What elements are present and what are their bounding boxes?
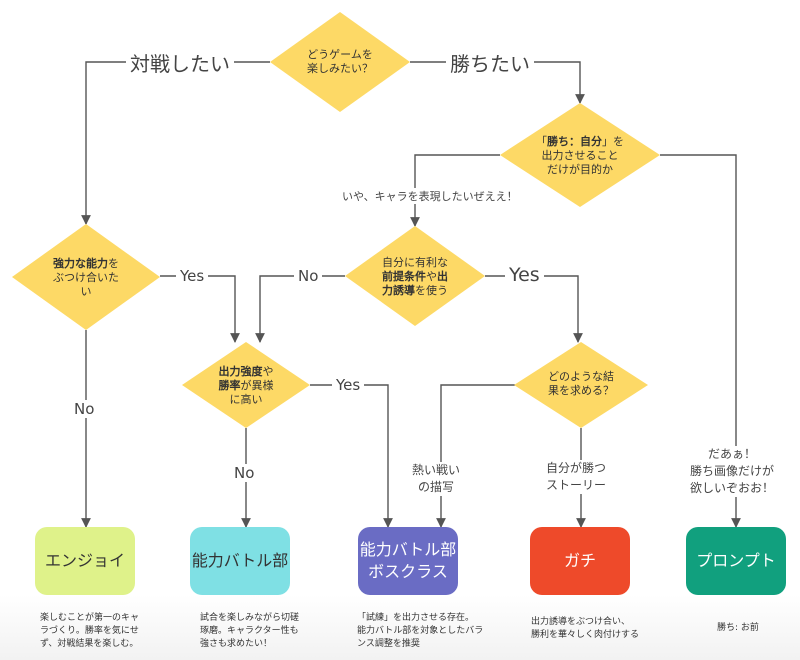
result-prompt-label: プロンプト (696, 551, 776, 570)
edge-label-daa-line2: 勝ち画像だけが (690, 464, 775, 478)
decision-d2-shape (500, 103, 660, 207)
edge-label-atsui-line2: の描写 (418, 480, 455, 494)
decision-d4-line3: 力誘導を使う (382, 284, 448, 297)
decision-d4: 自分に有利な 前提条件や出 力誘導を使う (365, 254, 465, 300)
result-gachi-label: ガチ (563, 551, 596, 570)
decision-d3-line3: い (80, 285, 92, 298)
result-prompt: プロンプト (686, 527, 786, 595)
decision-d4-line1: 自分に有利な (382, 256, 448, 269)
note-enjoy-line1: 楽しむことが第一のキャ (40, 613, 140, 623)
decision-d5-line1: 出力強度や (218, 365, 274, 378)
note-enjoy-line2: ラづくり。勝率を気にせ (40, 626, 139, 636)
note-boss-line2: 能力バトル部を対象としたバラ (357, 626, 484, 636)
edge-label-kachi: 勝ちたい (446, 48, 534, 77)
edge-label-iya: いや、キャラを表現したいぜええ！ (340, 188, 520, 204)
decision-d6: どのような結 果を求める？ (531, 367, 631, 401)
edge-label-yes-d5: Yes (332, 376, 365, 394)
edge-label-atsui: 熱い戦い の描写 (408, 462, 465, 496)
result-gachi: ガチ (530, 527, 630, 595)
edge-label-no-d5: No (230, 464, 259, 482)
decision-d2-line3: だけが目的か (547, 163, 613, 176)
decision-d2-line1: 「勝ち：自分」を (536, 135, 624, 148)
edge-label-jibun: 自分が勝つ ストーリー (542, 460, 611, 494)
decision-d1-line1: どうゲームを (307, 48, 373, 61)
result-nouryoku: 能力バトル部 (190, 527, 290, 595)
footer-gradient (0, 595, 800, 660)
edge-label-no-d4: No (294, 267, 323, 285)
note-prompt: 勝ち: お前 (717, 622, 759, 635)
edge-label-daa: だあぁ！ 勝ち画像だけが 欲しいぞおお！ (686, 446, 779, 497)
result-boss: 能力バトル部 ボスクラス (358, 527, 458, 595)
note-nouryoku-line2: 琢磨。キャラクター性も (200, 626, 299, 636)
note-boss-line1: 「試練」を出力させる存在。 (357, 613, 475, 623)
decision-d3: 強力な能力を ぶつけ合いた い (36, 255, 136, 301)
edge-label-jibun-line2: ストーリー (546, 478, 607, 492)
result-enjoy: エンジョイ (35, 527, 135, 595)
edge-d1-d3 (81, 61, 270, 225)
decision-d5-shape (182, 342, 310, 428)
decision-d1-line2: 楽しみたい？ (307, 62, 373, 75)
decision-d5-line3: に高い (229, 393, 263, 406)
edge-d6-boss (436, 384, 515, 528)
edge-label-yes-d3: Yes (176, 267, 209, 285)
decision-d2: 「勝ち：自分」を 出力させること だけが目的か (520, 133, 640, 179)
edge-d5-boss (310, 384, 393, 528)
note-nouryoku: 試合を楽しみながら切磋 琢磨。キャラクター性も 強さも求めたい！ (200, 612, 299, 651)
decision-d6-line1: どのような結 (548, 370, 614, 383)
decision-d1-shape (270, 12, 410, 112)
note-enjoy: 楽しむことが第一のキャ ラづくり。勝率を気にせ ず、対戦結果を楽しむ。 (40, 612, 139, 651)
edge-label-daa-line3: 欲しいぞおお！ (690, 481, 775, 495)
edge-d3-d5 (160, 275, 240, 343)
note-gachi: 出力誘導をぶつけ合い、 勝利を華々しく肉付けする (531, 616, 639, 642)
decision-d3-line1: 強力な能力を (53, 257, 119, 270)
edge-d2-prompt (660, 154, 741, 528)
result-boss-line2: ボスクラス (368, 562, 448, 581)
decision-d4-line2: 前提条件や出 (382, 270, 448, 283)
edge-label-jibun-line1: 自分が勝つ (546, 461, 607, 475)
note-prompt-line1: 勝ち: お前 (717, 623, 759, 633)
note-boss: 「試練」を出力させる存在。 能力バトル部を対象としたバラ ンス調整を推奨 (357, 612, 483, 651)
note-nouryoku-line3: 強さも求めたい！ (200, 639, 273, 649)
note-boss-line3: ンス調整を推奨 (357, 639, 420, 649)
note-gachi-line1: 出力誘導をぶつけ合い、 (531, 617, 631, 627)
decision-d6-line2: 果を求める？ (548, 384, 614, 397)
note-nouryoku-line1: 試合を楽しみながら切磋 (200, 613, 300, 623)
edge-label-yes-d4: Yes (505, 264, 544, 286)
edge-label-no-d3: No (70, 400, 99, 418)
decision-d4-shape (345, 226, 485, 326)
decision-d5-line2: 勝率が異様 (218, 379, 274, 392)
edge-label-taisen: 対戦したい (126, 48, 234, 77)
decision-d3-line2: ぶつけ合いた (53, 271, 119, 284)
decision-d3-shape (12, 224, 160, 330)
note-enjoy-line3: ず、対戦結果を楽しむ。 (40, 639, 139, 649)
decision-d5: 出力強度や 勝率が異様 に高い (196, 363, 296, 409)
result-nouryoku-label: 能力バトル部 (191, 551, 289, 570)
result-boss-line1: 能力バトル部 (359, 540, 457, 559)
note-gachi-line2: 勝利を華々しく肉付けする (531, 630, 640, 640)
decision-d6-shape (514, 342, 648, 428)
decision-d2-line2: 出力させること (541, 149, 619, 162)
edge-label-atsui-line1: 熱い戦い (412, 463, 461, 477)
decision-d1: どうゲームを 楽しみたい？ (290, 42, 390, 82)
result-enjoy-label: エンジョイ (44, 551, 125, 570)
edge-d4-d5 (255, 275, 345, 343)
edge-label-daa-line1: だあぁ！ (708, 447, 757, 461)
